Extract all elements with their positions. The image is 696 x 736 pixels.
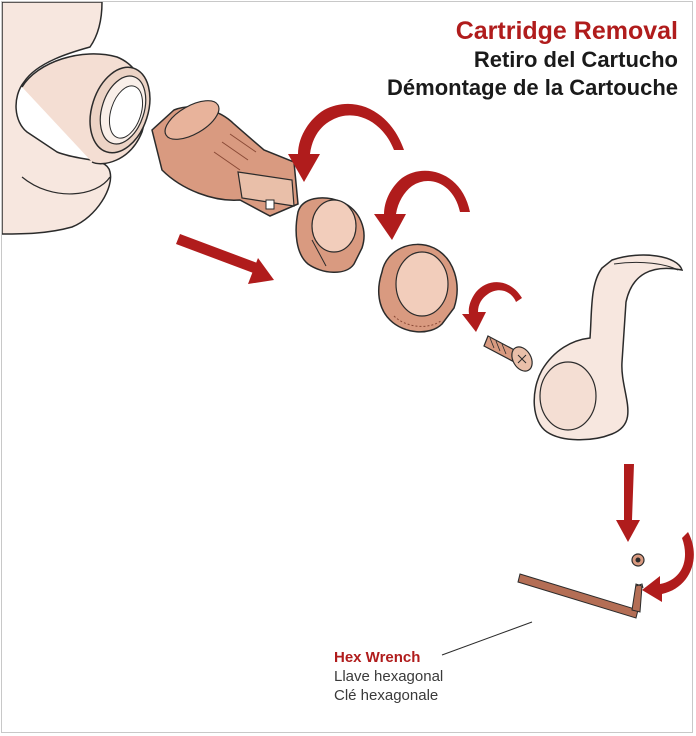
screw bbox=[484, 336, 536, 375]
rotate-arrow-set-screw-icon bbox=[642, 532, 694, 602]
cartridge bbox=[152, 93, 298, 216]
title-spanish: Retiro del Cartucho bbox=[387, 46, 678, 74]
down-arrow-icon bbox=[616, 464, 640, 542]
rotate-arrow-screw-icon bbox=[462, 282, 522, 332]
hex-wrench-label-english: Hex Wrench bbox=[334, 648, 443, 667]
title-english: Cartridge Removal bbox=[387, 16, 678, 46]
callout-leader-line bbox=[442, 622, 532, 655]
lever-handle bbox=[534, 255, 682, 440]
hex-wrench-label-spanish: Llave hexagonal bbox=[334, 667, 443, 686]
title-french: Démontage de la Cartouche bbox=[387, 74, 678, 102]
rotate-arrow-cartridge-icon bbox=[288, 104, 404, 182]
pull-arrow-icon bbox=[176, 234, 274, 284]
set-screw bbox=[632, 554, 644, 566]
title-block: Cartridge Removal Retiro del Cartucho Dé… bbox=[387, 16, 678, 102]
hex-wrench-label-french: Clé hexagonale bbox=[334, 686, 443, 705]
faucet-body bbox=[2, 2, 160, 234]
hex-wrench bbox=[518, 574, 643, 618]
bonnet-nut bbox=[379, 244, 457, 331]
rotate-arrow-retaining-nut-icon bbox=[374, 171, 470, 240]
hex-wrench-callout: Hex Wrench Llave hexagonal Clé hexagonal… bbox=[334, 648, 443, 705]
retaining-nut bbox=[296, 198, 364, 272]
